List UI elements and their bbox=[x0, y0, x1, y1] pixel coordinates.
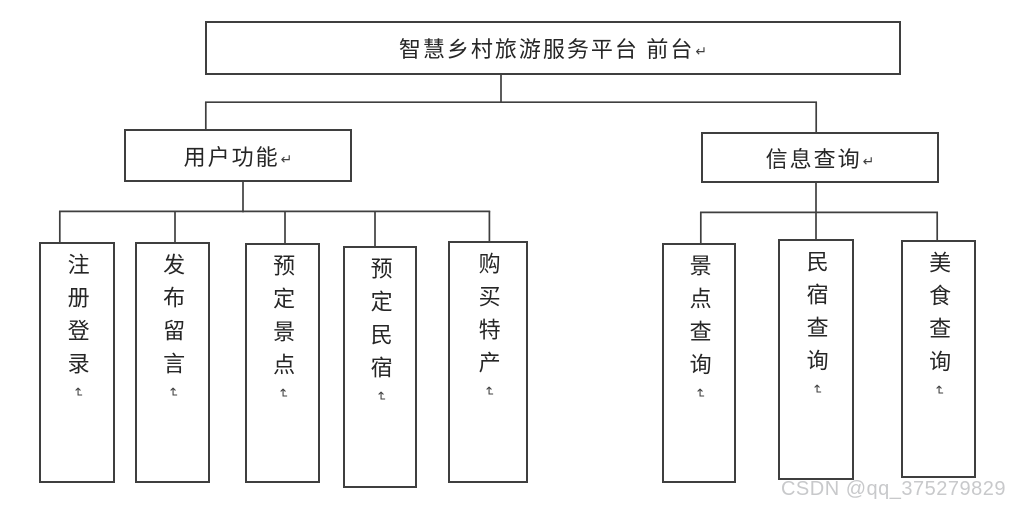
node-root-platform: 智慧乡村旅游服务平台 前台 ↵ bbox=[205, 21, 901, 75]
return-mark-icon: ↵ bbox=[862, 153, 875, 170]
node-post-message: 发布留言 ↵ bbox=[135, 242, 210, 483]
node-register-login: 注册登录 ↵ bbox=[39, 242, 115, 483]
return-mark-icon: ↵ bbox=[931, 385, 946, 396]
node-label: 智慧乡村旅游服务平台 前台 bbox=[398, 37, 695, 62]
node-label: 用户功能 bbox=[183, 144, 280, 170]
node-label: 发布留言 bbox=[160, 253, 186, 385]
node-label: 预定景点 bbox=[270, 254, 296, 386]
return-mark-icon: ↵ bbox=[165, 387, 180, 398]
return-mark-icon: ↵ bbox=[280, 151, 293, 168]
node-label: 购买特产 bbox=[475, 252, 501, 384]
node-label: 预定民宿 bbox=[367, 257, 393, 389]
node-label: 民宿查询 bbox=[803, 250, 829, 382]
return-mark-icon: ↵ bbox=[275, 388, 290, 399]
node-attraction-query: 景点查询 ↵ bbox=[662, 243, 736, 483]
node-food-query: 美食查询 ↵ bbox=[901, 240, 976, 478]
node-book-homestay: 预定民宿 ↵ bbox=[343, 246, 417, 488]
node-user-functions: 用户功能 ↵ bbox=[124, 129, 352, 182]
node-label: 景点查询 bbox=[686, 254, 712, 386]
node-label: 信息查询 bbox=[765, 146, 862, 172]
node-label: 美食查询 bbox=[926, 251, 952, 383]
node-book-attraction: 预定景点 ↵ bbox=[245, 243, 320, 483]
return-mark-icon: ↵ bbox=[69, 387, 85, 398]
node-label: 注册登录 bbox=[64, 253, 90, 385]
return-mark-icon: ↵ bbox=[695, 44, 708, 60]
return-mark-icon: ↵ bbox=[480, 386, 496, 397]
node-info-query: 信息查询 ↵ bbox=[701, 132, 939, 183]
node-buy-specialty: 购买特产 ↵ bbox=[448, 241, 528, 483]
return-mark-icon: ↵ bbox=[691, 388, 707, 399]
node-homestay-query: 民宿查询 ↵ bbox=[778, 239, 854, 480]
return-mark-icon: ↵ bbox=[808, 384, 824, 395]
return-mark-icon: ↵ bbox=[372, 391, 388, 402]
csdn-watermark: CSDN @qq_375279829 bbox=[780, 478, 1006, 500]
